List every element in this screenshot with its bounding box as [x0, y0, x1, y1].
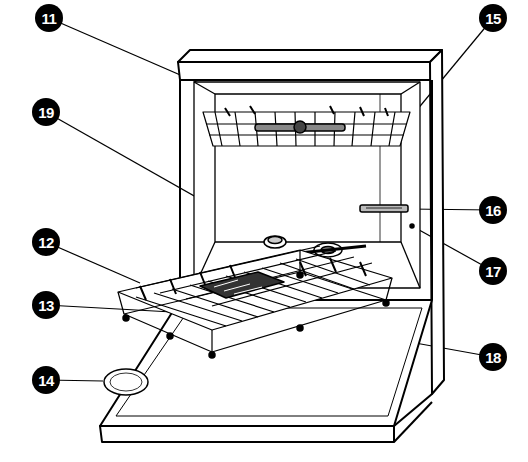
callout-number-text: 19	[38, 105, 54, 120]
callout-number: 16	[479, 196, 507, 224]
callout-number-text: 15	[485, 11, 501, 26]
filter	[360, 205, 408, 212]
cutlery-basket	[200, 272, 284, 298]
callout-number: 11	[35, 4, 63, 32]
callout-number-text: 16	[485, 203, 501, 218]
lower-rack	[118, 250, 392, 352]
callout-number-text: 12	[38, 235, 54, 250]
cabinet	[179, 80, 181, 300]
cabinet	[431, 80, 433, 300]
cabinet	[178, 62, 432, 80]
salt-container-cap	[268, 237, 282, 244]
rack-wheel	[123, 272, 389, 358]
rack-wheel	[297, 325, 303, 331]
callout-number-text: 11	[42, 11, 57, 26]
salt-container-cap	[264, 236, 286, 248]
lower-rack	[140, 258, 366, 300]
lower-rack	[136, 246, 372, 306]
upper-rack	[215, 112, 395, 146]
callout-number: 13	[32, 291, 60, 319]
upper-spray-arm	[255, 121, 345, 133]
upper-spray-arm	[294, 121, 306, 133]
lower-rack	[118, 250, 392, 330]
leader-line	[46, 242, 140, 283]
callout-number: 15	[479, 4, 507, 32]
rack-wheel	[123, 315, 129, 321]
cabinet	[430, 50, 444, 394]
cabinet	[178, 50, 442, 62]
tub	[401, 242, 420, 288]
rack-wheel	[167, 333, 173, 339]
cutlery-basket	[214, 280, 262, 294]
filter	[366, 208, 402, 209]
detergent-lever	[410, 224, 414, 228]
upper-rack	[203, 112, 410, 146]
callout-number: 19	[32, 98, 60, 126]
salt-container-cap	[264, 236, 286, 248]
callout-number-text: 14	[38, 373, 54, 388]
rinse-aid-dispenser	[104, 369, 148, 395]
callout-number: 14	[32, 366, 60, 394]
callout-number-text: 13	[38, 298, 54, 313]
lower-rack	[118, 246, 392, 352]
rack-wheel	[383, 300, 389, 306]
tub	[194, 82, 215, 94]
rinse-aid-dispenser	[110, 373, 142, 391]
callout-number: 17	[479, 257, 507, 285]
door	[100, 426, 394, 442]
callout-number-text: 18	[485, 350, 501, 365]
rack-wheel	[297, 272, 303, 278]
filter	[360, 205, 408, 212]
upper-rack	[203, 106, 410, 146]
door	[394, 402, 432, 442]
door	[116, 308, 422, 416]
callout-number: 18	[479, 343, 507, 371]
lower-rack	[124, 272, 386, 352]
callout-number-text: 17	[485, 264, 501, 279]
lower-rack	[136, 259, 370, 326]
rack-wheel	[209, 352, 215, 358]
door	[100, 300, 432, 442]
callout-number: 12	[32, 228, 60, 256]
tub	[401, 82, 420, 94]
door	[100, 300, 432, 426]
rinse-aid-dispenser	[104, 369, 148, 395]
detergent-lever	[410, 224, 414, 228]
upper-rack	[225, 106, 388, 116]
cutlery-basket	[200, 272, 284, 298]
